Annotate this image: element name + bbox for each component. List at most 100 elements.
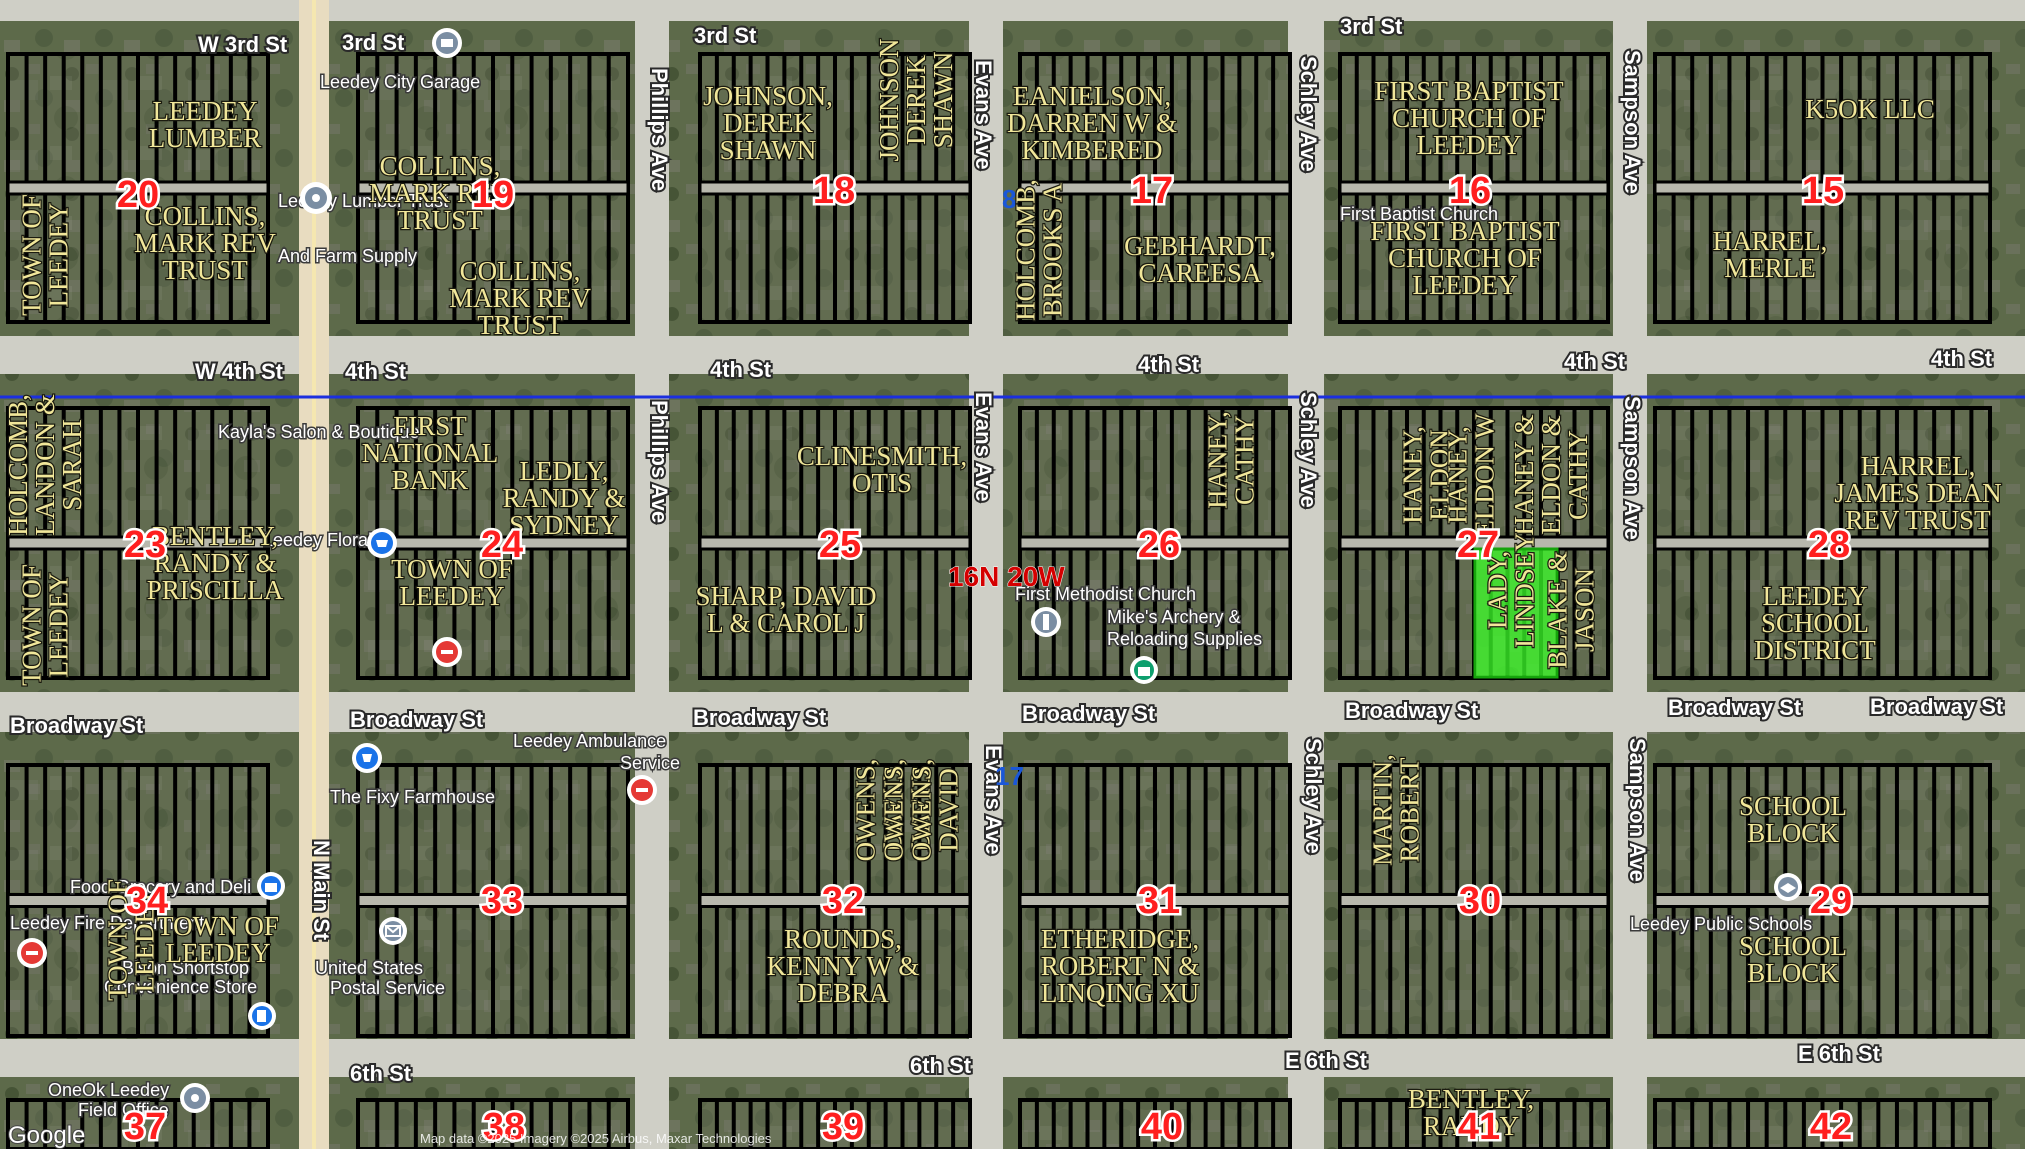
owner-label[interactable]: BENTLEY,RANDY &PRISCILLA — [145, 520, 285, 607]
gas-icon[interactable] — [248, 1002, 276, 1030]
poi-label[interactable]: First Baptist Church — [1339, 203, 1500, 226]
poi-label[interactable]: Reloading Supplies — [1106, 628, 1264, 651]
owner-label[interactable]: OWENS,DAVID — [905, 757, 965, 862]
place-marker-icon[interactable] — [367, 528, 397, 558]
owner-label[interactable]: HARREL,MERLE — [1711, 225, 1828, 285]
block-number: 27 — [1457, 524, 1499, 566]
owner-label[interactable]: HANEY &ELDON &CATHY — [1508, 413, 1595, 537]
poi-label[interactable]: Service — [619, 752, 682, 775]
poi-label[interactable]: Leedey Floral — [262, 529, 374, 552]
place-marker-icon[interactable] — [352, 743, 382, 773]
owner-label[interactable]: HANEY,ELDON W — [1441, 412, 1501, 538]
owner-label[interactable]: CLINESMITH,OTIS — [796, 440, 969, 500]
health-marker-icon[interactable] — [432, 637, 462, 667]
poi-label[interactable]: First Methodist Church — [1014, 583, 1198, 606]
owner-label[interactable]: LADY,LINDSEY — [1481, 531, 1541, 649]
street-label: 6th St — [350, 1061, 412, 1086]
google-logo: Google — [8, 1122, 85, 1149]
owner-label[interactable]: TOWN OFLEEDEY — [15, 563, 75, 687]
owner-label[interactable]: EANIELSON,DARREN W &KIMBERED — [1006, 80, 1179, 167]
poi-label[interactable]: OneOk Leedey — [47, 1079, 171, 1102]
owner-label[interactable]: BLAKE &JASON — [1541, 550, 1601, 670]
street-label: Phillips Ave — [647, 68, 672, 191]
poi-label[interactable]: Leedey Fire Department — [9, 912, 206, 935]
place-marker-icon[interactable] — [432, 28, 462, 58]
street-label: 4th St — [1564, 349, 1626, 374]
owner-label[interactable]: TOWN OFLEEDEY — [101, 878, 161, 1002]
highlighted-parcel[interactable] — [1473, 547, 1559, 679]
street-segment — [0, 692, 2025, 732]
poi-label[interactable]: And Farm Supply — [277, 245, 419, 268]
owner-label[interactable]: ROUNDS,KENNY W &DEBRA — [766, 923, 921, 1010]
city-block — [1653, 52, 1992, 324]
block-number: 24 — [481, 524, 523, 566]
poi-label[interactable]: Kayla's Salon & Boutique — [217, 421, 422, 444]
shopping-bag-icon[interactable] — [257, 872, 285, 900]
owner-label[interactable]: HANEY,ELDON — [1396, 425, 1456, 525]
street-label: Broadway St — [1345, 698, 1479, 723]
poi-label[interactable]: Leedey City Garage — [319, 71, 482, 94]
owner-label[interactable]: GEBHARDT,CAREESA — [1123, 230, 1277, 290]
poi-label[interactable]: Convenience Store — [103, 976, 259, 999]
school-icon[interactable] — [1774, 873, 1802, 901]
health-marker-icon[interactable] — [627, 775, 657, 805]
place-marker-icon[interactable] — [300, 182, 332, 214]
poi-label[interactable]: The Fixy Farmhouse — [329, 786, 497, 809]
owner-label[interactable]: HOLCOMB,BROOKS A — [1009, 178, 1069, 322]
city-block — [1338, 1098, 1610, 1149]
mail-icon[interactable] — [379, 917, 407, 945]
poi-label[interactable]: Mike's Archery & — [1106, 606, 1242, 629]
street-label: Sampson Ave — [1620, 50, 1645, 194]
poi-label[interactable]: Field Office — [77, 1099, 171, 1122]
street-segment — [969, 0, 1003, 1149]
street-label: 3rd St — [1340, 14, 1403, 39]
owner-label[interactable]: K5OK LLC — [1804, 93, 1936, 126]
block-number: 37 — [124, 1106, 166, 1148]
street-label: Broadway St — [350, 707, 484, 732]
church-icon[interactable] — [1031, 607, 1061, 637]
owner-label[interactable]: LEDLY,RANDY &SYDNEY — [501, 455, 626, 542]
health-marker-icon[interactable] — [17, 938, 47, 968]
owner-label[interactable]: MARTIN,ROBERT — [1366, 753, 1426, 867]
block-numbers: 20 19 18 17 16 15 23 24 25 26 27 28 34 3… — [114, 168, 1854, 1149]
route-badge: 17 — [995, 761, 1024, 791]
poi-label[interactable]: Food Grocery and Deli — [69, 876, 253, 899]
street-label: 4th St — [1138, 352, 1200, 377]
owner-label[interactable]: BENTLEY,RANDY — [1407, 1083, 1536, 1143]
city-block — [356, 52, 630, 324]
owner-label[interactable]: HANEY,CATHY — [1201, 410, 1261, 510]
street-label: Evans Ave — [971, 60, 996, 170]
owner-label[interactable]: HOLCOMB,LANDON &SARAH — [2, 393, 89, 537]
owner-label[interactable]: OWENS,DAVID — [877, 757, 937, 862]
owner-label[interactable]: TOWN OFLEEDEY — [15, 193, 75, 317]
poi-label[interactable]: Postal Service — [329, 977, 447, 1000]
poi-label[interactable]: Leedey Public Schools — [1629, 913, 1814, 936]
poi-label[interactable]: Bison Shortstop — [121, 957, 251, 980]
shopping-bag-icon[interactable] — [1130, 656, 1158, 684]
poi-label[interactable]: Leedey Ambulance — [512, 730, 668, 753]
street-label: E 6th St — [1798, 1041, 1881, 1066]
street-label: Broadway St — [1870, 694, 2004, 719]
owner-label[interactable]: ETHERIDGE,ROBERT N &LINQING XU — [1040, 923, 1201, 1010]
owner-label[interactable]: JOHNSONDEREKSHAWN — [873, 37, 960, 163]
poi-label[interactable]: United States — [314, 957, 425, 980]
owner-label[interactable]: OWENS,DAVID — [849, 757, 909, 862]
place-marker-icon[interactable] — [180, 1083, 210, 1113]
centerline — [312, 0, 316, 1149]
